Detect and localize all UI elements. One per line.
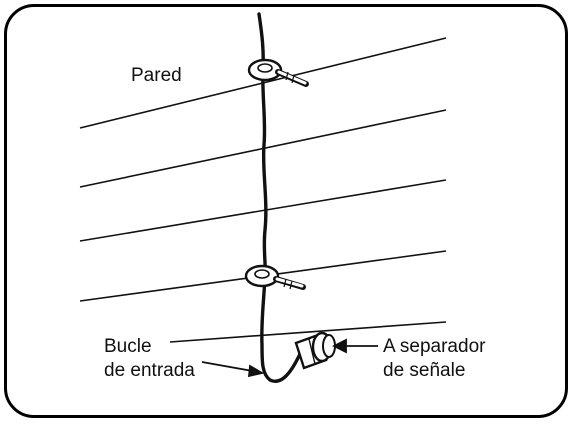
siding-line (79, 179, 447, 242)
drip-loop-label-line1: Bucle (104, 336, 152, 357)
siding-line (169, 321, 447, 343)
arrowhead (331, 338, 347, 354)
leader-lines (201, 338, 378, 378)
coax-cable (257, 12, 304, 383)
splitter-label-line2: de señale (383, 360, 466, 381)
drip-loop-label-line2: de entrada (104, 360, 195, 381)
cable-clip-icon (247, 58, 309, 87)
arrowhead (247, 364, 265, 378)
splitter-label-line1: A separador (383, 336, 486, 357)
wall-label: Pared (131, 65, 182, 86)
coax-connector-icon (294, 331, 336, 370)
cable-clip-icon (244, 264, 306, 290)
